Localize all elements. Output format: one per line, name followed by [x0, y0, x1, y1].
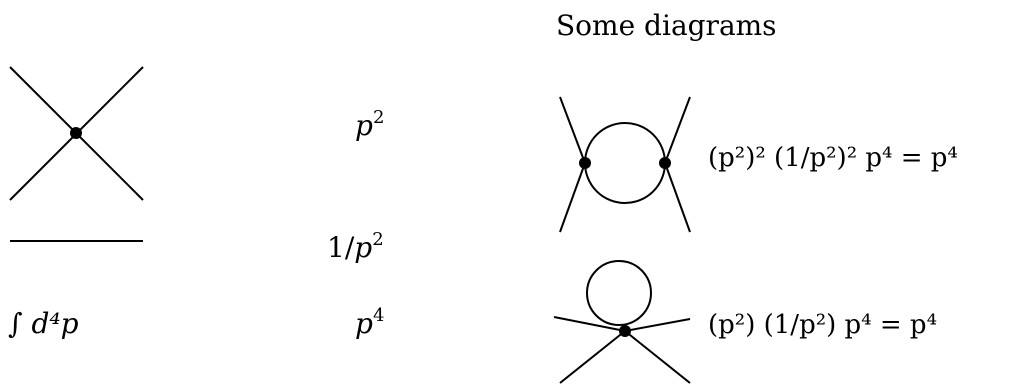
- loop-integral-scaling-base: p: [355, 307, 373, 340]
- vertex-scaling: p2: [355, 109, 384, 142]
- loop-integral-scaling-exp: 4: [372, 305, 385, 326]
- bubble-leg-bottom-left: [559, 162, 586, 233]
- tadpole-result: (p²) (1/p²) p⁴ = p⁴: [708, 310, 937, 340]
- propagator-scaling: 1/p2: [327, 231, 384, 264]
- tadpole-diagram: [553, 260, 691, 384]
- page-title: Some diagrams: [556, 9, 777, 42]
- vertex-dot: [70, 127, 82, 139]
- vertex-diagram: [9, 66, 144, 201]
- propagator-scaling-base: p: [354, 231, 373, 264]
- bubble-vertex-left: [579, 157, 591, 169]
- bubble-loop: [584, 122, 666, 204]
- bubble-result: (p²)² (1/p²)² p⁴ = p⁴: [708, 143, 958, 173]
- bubble-leg-top-right: [664, 96, 691, 164]
- propagator-scaling-exp: 2: [372, 229, 384, 250]
- tadpole-leg-bottom-right: [624, 330, 691, 384]
- loop-integral-label: ∫ d⁴p: [8, 307, 79, 340]
- bubble-vertex-right: [659, 157, 671, 169]
- vertex-scaling-base: p: [355, 109, 373, 142]
- tadpole-vertex: [619, 325, 631, 337]
- loop-integral-scaling: p4: [355, 307, 384, 340]
- tadpole-loop: [586, 260, 652, 326]
- tadpole-leg-left: [553, 316, 626, 332]
- bubble-leg-bottom-right: [664, 162, 691, 233]
- bubble-diagram: [559, 96, 691, 233]
- vertex-scaling-exp: 2: [372, 107, 385, 128]
- tadpole-leg-right: [624, 318, 691, 332]
- tadpole-leg-bottom-left: [559, 330, 626, 384]
- bubble-leg-top-left: [559, 96, 586, 164]
- propagator-scaling-pre: 1/: [327, 231, 355, 264]
